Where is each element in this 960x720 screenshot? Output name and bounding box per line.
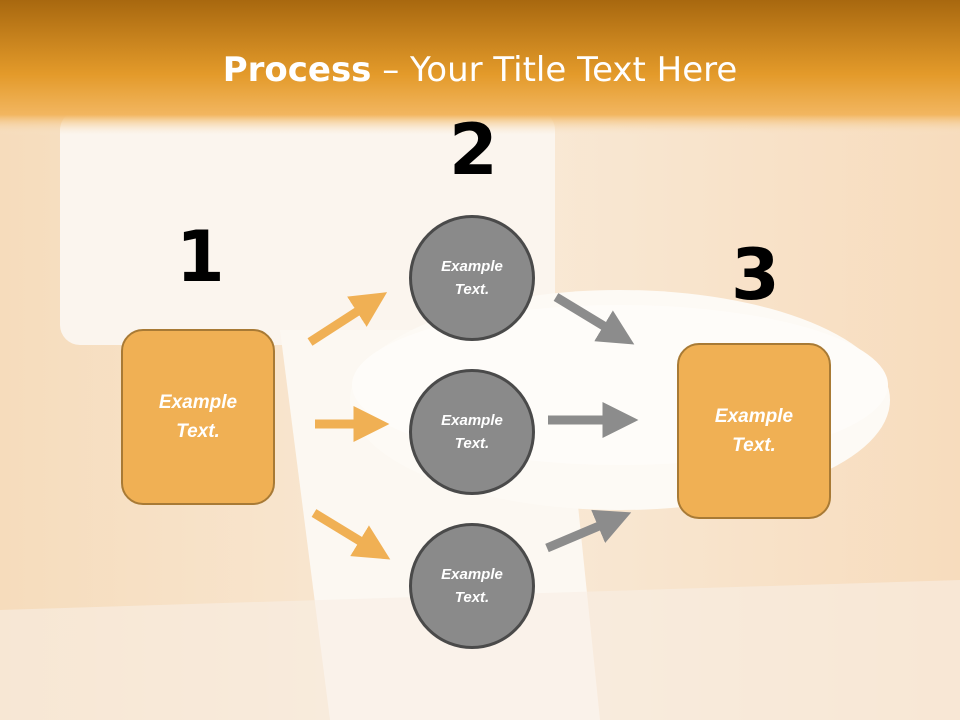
node-circle-mid: Example Text. (409, 369, 535, 495)
node-circle-top-label: Example Text. (441, 258, 503, 298)
node-left-box: Example Text. (121, 329, 275, 505)
arrow-left-to-bottom (311, 509, 391, 560)
node-circle-bottom-label: Example Text. (441, 566, 503, 606)
step-number-3: 3 (731, 234, 780, 316)
step-number-2: 2 (449, 109, 498, 191)
step-number-1: 1 (176, 216, 225, 298)
node-right-box: Example Text. (677, 343, 831, 519)
node-circle-mid-label: Example Text. (441, 412, 503, 452)
title-rest: – Your Title Text Here (371, 50, 738, 90)
arrow-left-to-top (307, 292, 388, 346)
page-title: Process – Your Title Text Here (0, 50, 960, 90)
arrow-bottom-to-right (545, 509, 632, 553)
node-right-label: Example Text. (714, 406, 794, 456)
node-circle-top: Example Text. (409, 215, 535, 341)
arrow-top-to-right (553, 293, 635, 345)
node-circle-bottom: Example Text. (409, 523, 535, 649)
title-bold: Process (222, 50, 372, 90)
node-left-label: Example Text. (158, 392, 238, 442)
